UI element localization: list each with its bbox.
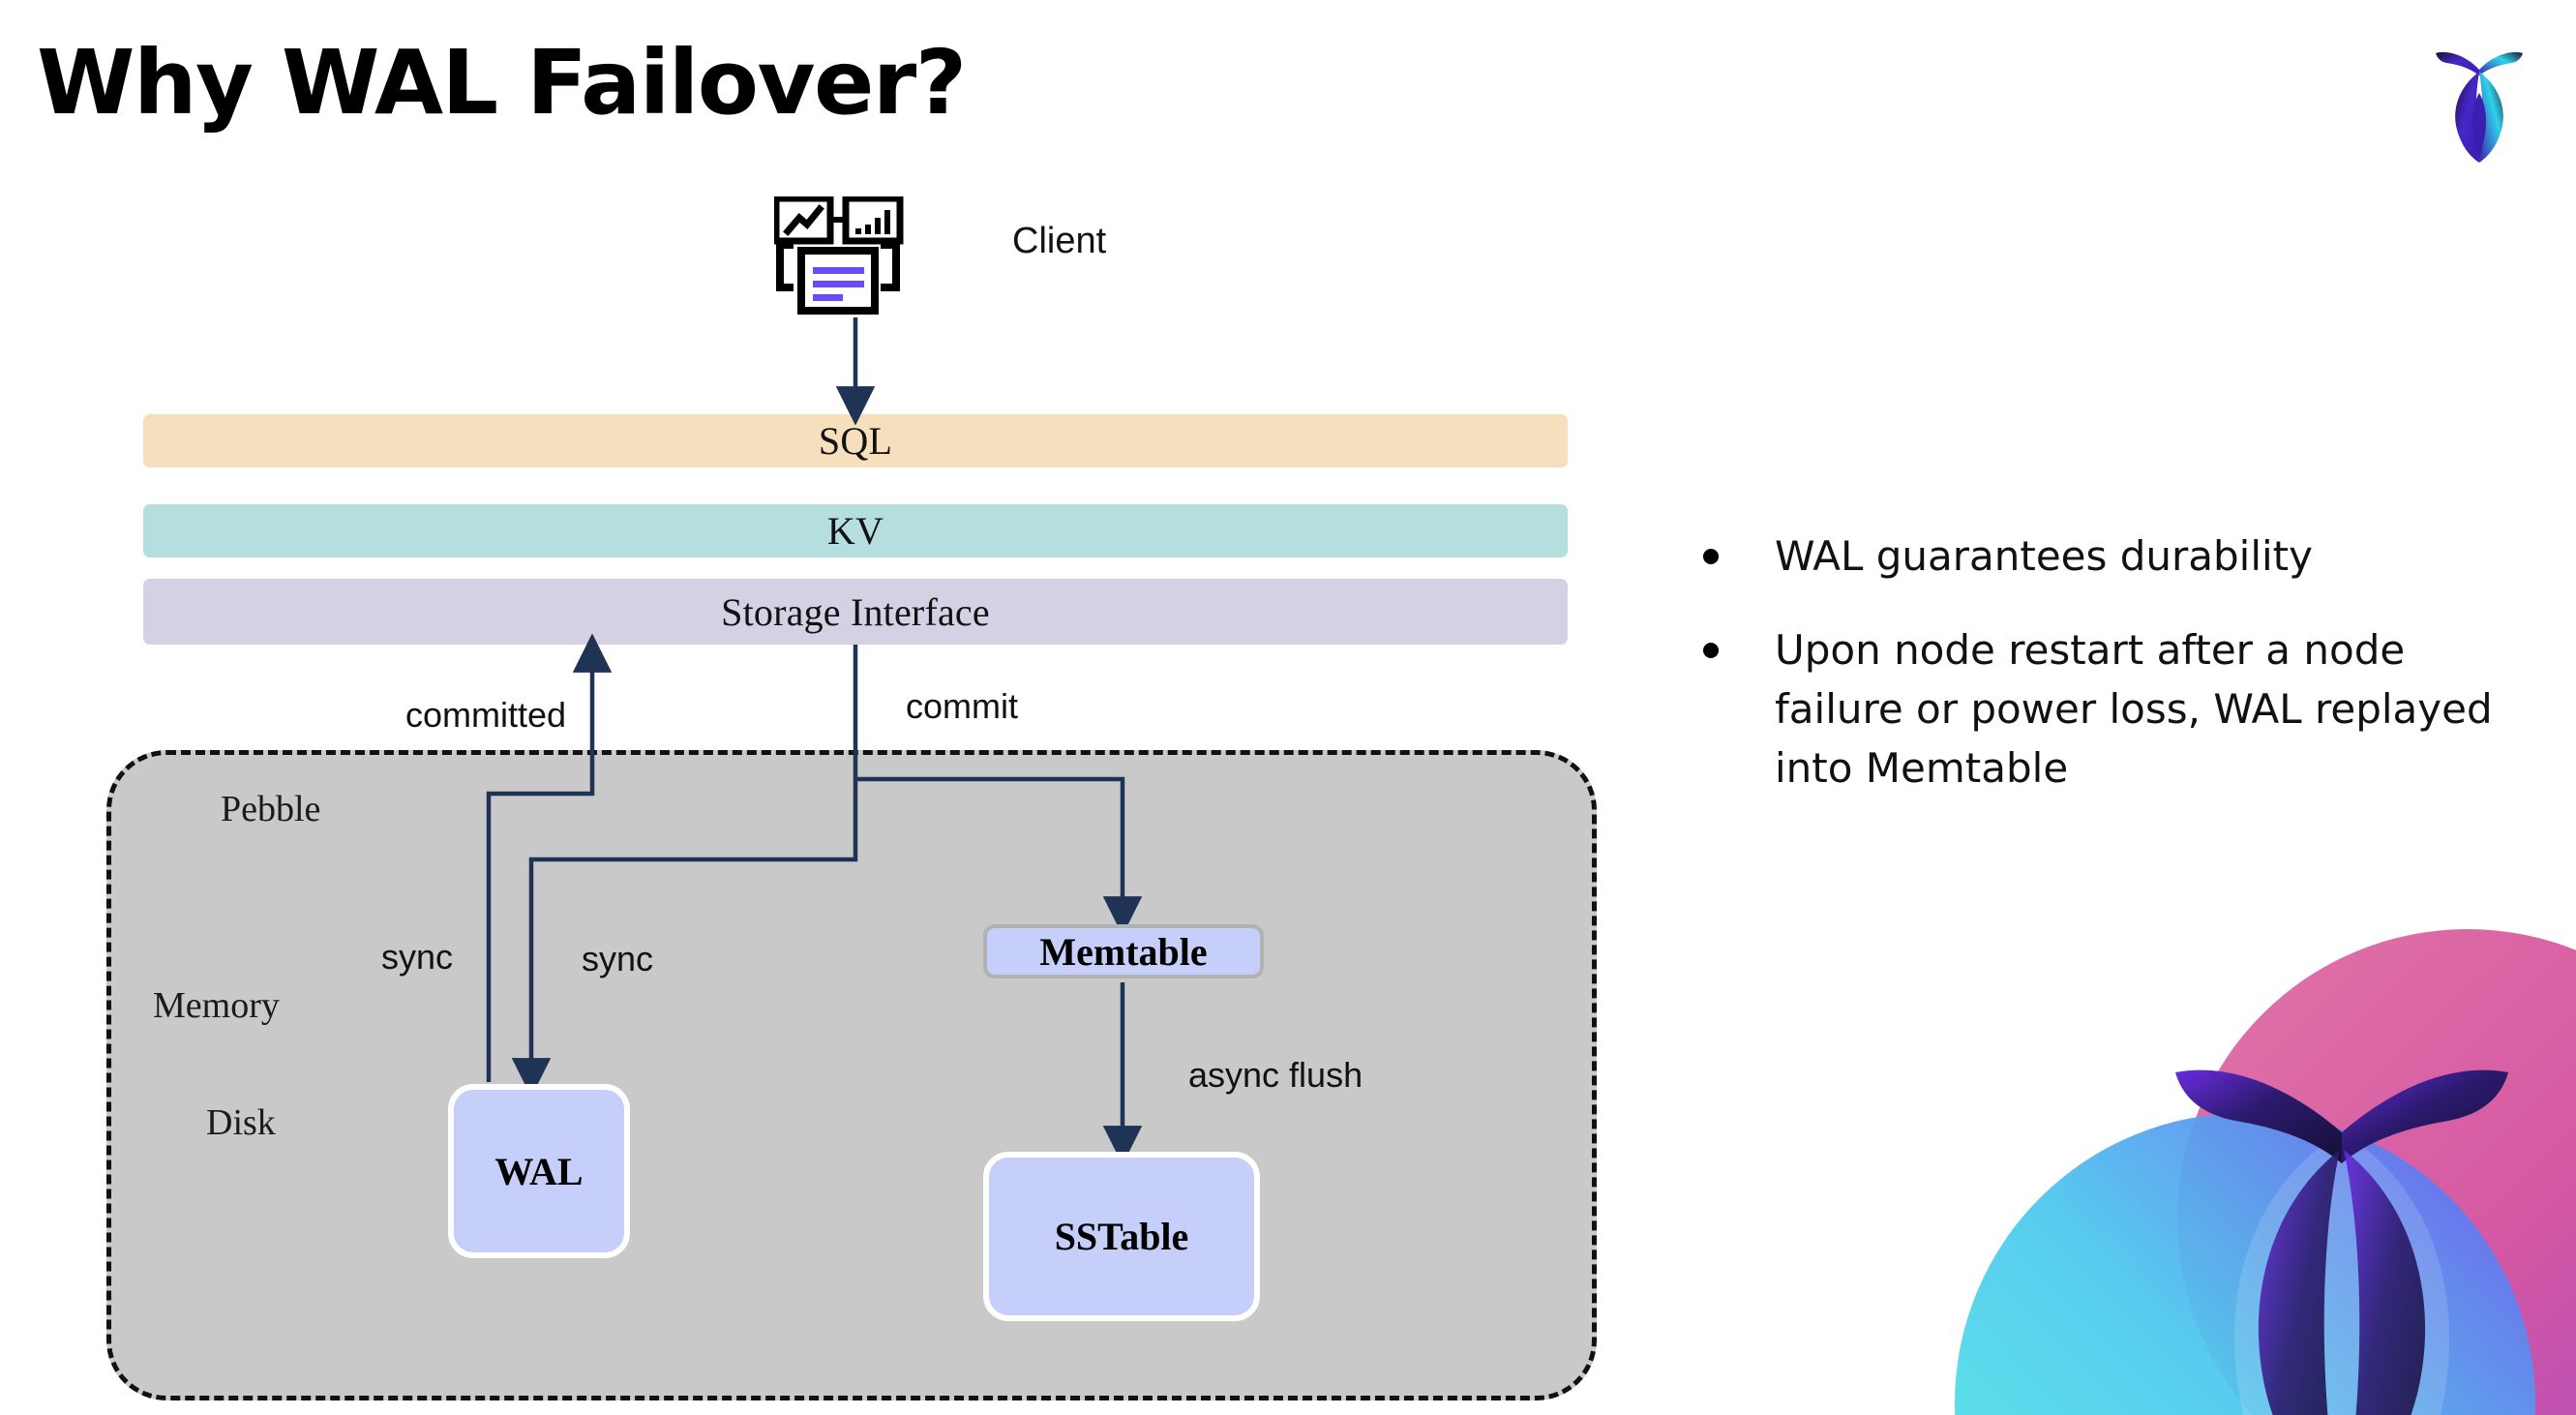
layer-bar-storage-interface: Storage Interface	[143, 579, 1568, 645]
bullet-text: Upon node restart after a node failure o…	[1775, 625, 2493, 792]
bullet-dot-icon	[1703, 642, 1719, 658]
architecture-diagram: Client SQL KV Storage Interface Pebble M…	[106, 196, 1597, 1400]
client-dashboard-icon	[774, 196, 904, 315]
node-wal: WAL	[448, 1084, 630, 1258]
decorative-logo-watermark	[1955, 929, 2576, 1415]
layer-bar-sql: SQL	[143, 414, 1568, 467]
memory-label: Memory	[153, 985, 280, 1026]
page-title: Why WAL Failover?	[37, 31, 967, 135]
pebble-label: Pebble	[221, 789, 321, 829]
cockroachdb-logo-icon	[2436, 51, 2523, 163]
edge-label-commit: commit	[906, 686, 1018, 726]
bullet-list: WAL guarantees durability Upon node rest…	[1703, 527, 2535, 833]
node-memtable: Memtable	[983, 924, 1264, 978]
disk-label: Disk	[206, 1102, 276, 1143]
edge-label-sync-right: sync	[582, 939, 654, 978]
list-item: WAL guarantees durability	[1703, 527, 2535, 587]
diagram-edges	[486, 317, 1143, 1165]
edge-label-async-flush: async flush	[1188, 1055, 1363, 1095]
edge-label-committed: committed	[405, 695, 567, 735]
list-item: Upon node restart after a node failure o…	[1703, 621, 2535, 798]
bullet-dot-icon	[1703, 549, 1719, 564]
bullet-text: WAL guarantees durability	[1775, 532, 2314, 580]
client-label: Client	[1012, 221, 1107, 261]
layer-bar-kv: KV	[143, 504, 1568, 557]
node-sstable: SSTable	[983, 1152, 1260, 1321]
edge-label-sync-left: sync	[381, 937, 454, 977]
